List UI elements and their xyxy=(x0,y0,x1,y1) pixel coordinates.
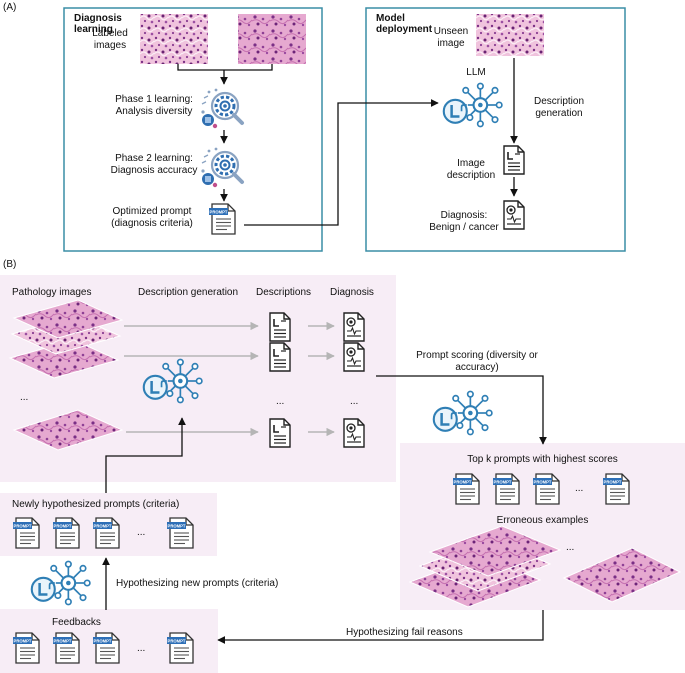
unseen-image xyxy=(476,14,544,56)
pathology-image-stack xyxy=(8,299,124,451)
ellipsis-erroneous: ... xyxy=(566,542,575,553)
image-description-label: Image description xyxy=(446,158,496,181)
ellipsis-new-prompts: ... xyxy=(137,527,146,538)
diagnosis-doc-1 xyxy=(343,312,365,342)
pathology-images-label: Pathology images xyxy=(12,287,92,298)
feedbacks-label: Feedbacks xyxy=(52,617,101,628)
optimized-prompt-icon xyxy=(208,203,236,235)
ellipsis-descriptions: ... xyxy=(276,396,285,407)
top-k-prompt-4 xyxy=(602,473,630,505)
new-prompt-2 xyxy=(52,517,80,549)
top-k-prompt-2 xyxy=(492,473,520,505)
arrow-new-prompts-to-llm xyxy=(105,417,186,493)
unseen-image-label: Unseen image xyxy=(433,26,469,49)
labeled-image-1 xyxy=(140,14,208,64)
diagnosis-icon xyxy=(503,200,525,230)
top-k-prompt-1 xyxy=(452,473,480,505)
labeled-images-label: Labeled images xyxy=(92,28,128,51)
optimized-prompt-label: Optimized prompt (diagnosis criteria) xyxy=(111,206,193,229)
phase2-label: Phase 2 learning: Diagnosis accuracy xyxy=(110,153,198,176)
arrow-prompt-scoring xyxy=(376,375,547,445)
top-k-label: Top k prompts with highest scores xyxy=(467,454,618,465)
arrow-prompt-to-llm xyxy=(244,99,439,226)
feedback-prompt-1 xyxy=(12,632,40,664)
new-prompt-4 xyxy=(166,517,194,549)
panel-a-label: (A) xyxy=(3,2,17,13)
panel-b-label: (B) xyxy=(3,259,17,270)
diagnosis-doc-2 xyxy=(343,342,365,372)
merge-connector xyxy=(177,64,273,71)
feedback-prompt-2 xyxy=(52,632,80,664)
feedback-prompt-4 xyxy=(166,632,194,664)
erroneous-example-images xyxy=(408,525,682,608)
prompt-scoring-label: Prompt scoring (diversity or accuracy) xyxy=(416,350,538,373)
diagnosis-header-label: Diagnosis xyxy=(330,287,374,298)
diagnosis-learning-title: Diagnosis learning xyxy=(74,13,122,35)
hypothesizing-fail-label: Hypothesizing fail reasons xyxy=(346,627,463,638)
description-doc-3 xyxy=(269,418,291,448)
labeled-image-2 xyxy=(238,14,306,64)
model-deployment-title: Model deployment xyxy=(376,13,433,35)
description-generation-label-a: Description generation xyxy=(533,96,585,119)
diagnosis-doc-3 xyxy=(343,418,365,448)
image-description-icon xyxy=(503,145,525,175)
hypothesizing-new-label: Hypothesizing new prompts (criteria) xyxy=(116,578,279,589)
ellipsis-diagnoses: ... xyxy=(350,396,359,407)
top-k-prompt-3 xyxy=(532,473,560,505)
new-prompt-1 xyxy=(12,517,40,549)
new-prompt-3 xyxy=(92,517,120,549)
gray-flow-arrows xyxy=(124,321,335,437)
erroneous-examples-label: Erroneous examples xyxy=(496,515,589,526)
description-doc-1 xyxy=(269,312,291,342)
ellipsis-feedbacks: ... xyxy=(137,643,146,654)
scoring-llm-icon xyxy=(432,390,494,436)
newly-hypothesized-label: Newly hypothesized prompts (criteria) xyxy=(12,499,180,510)
ellipsis-top-k: ... xyxy=(575,483,584,494)
description-doc-2 xyxy=(269,342,291,372)
ellipsis-images: ... xyxy=(20,392,29,403)
llm-label: LLM xyxy=(466,67,486,78)
arrow-fail-reasons xyxy=(217,610,544,644)
descriptions-label: Descriptions xyxy=(256,287,312,298)
description-generation-label-b: Description generation xyxy=(138,287,239,298)
phase1-label: Phase 1 learning: Analysis diversity xyxy=(115,94,193,117)
feedback-prompt-3 xyxy=(92,632,120,664)
diagnosis-result-label: Diagnosis: Benign / cancer xyxy=(429,210,499,233)
hypothesis-llm-icon xyxy=(30,560,92,606)
